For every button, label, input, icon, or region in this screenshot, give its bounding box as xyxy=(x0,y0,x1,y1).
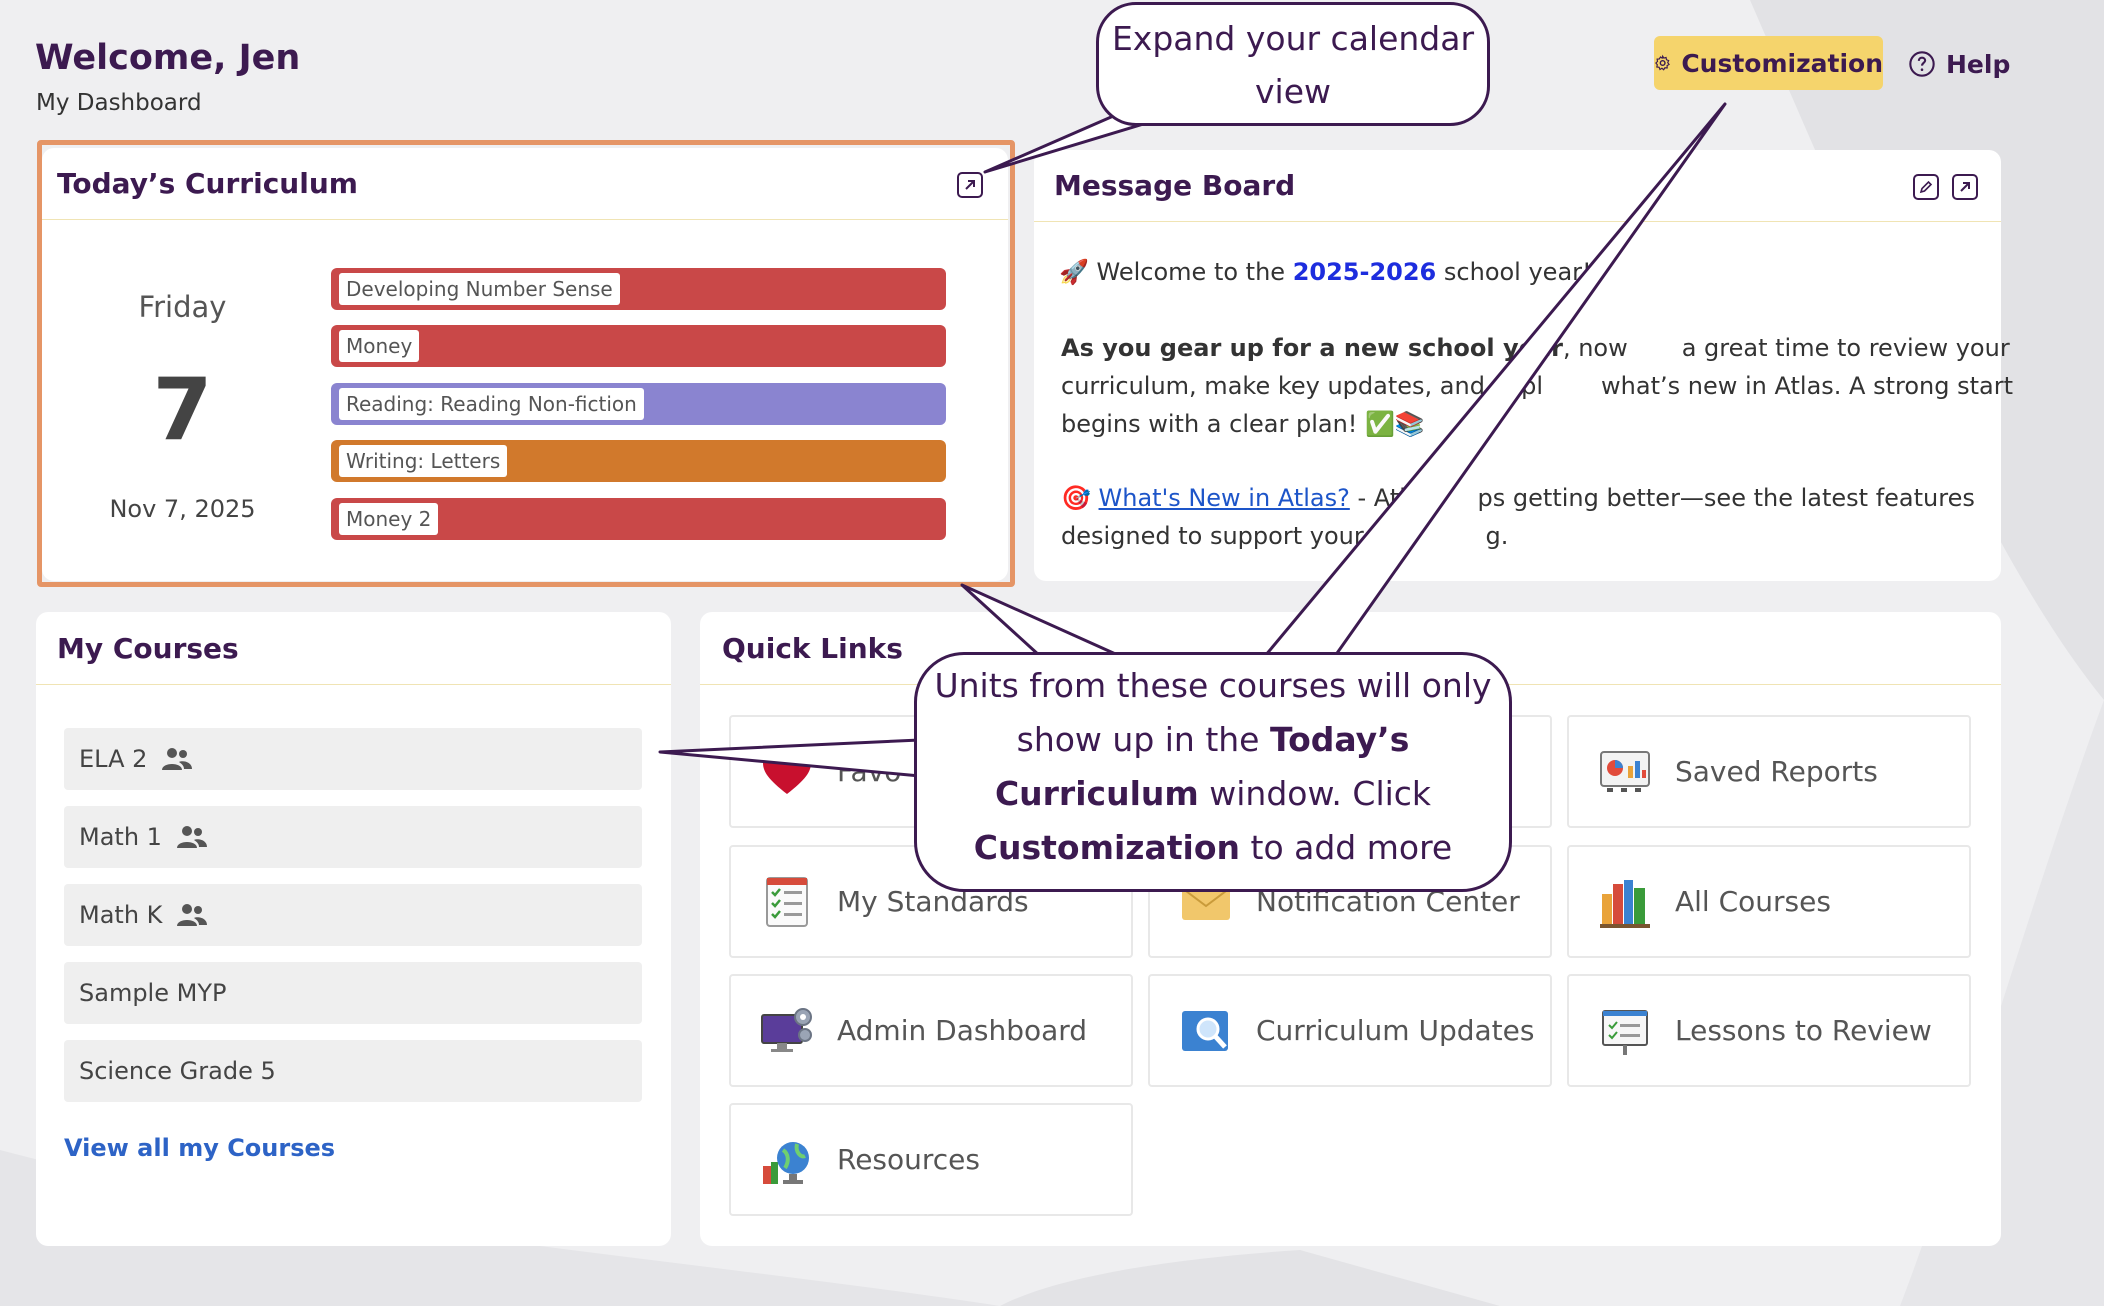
globe-books-icon xyxy=(763,1141,809,1184)
envelope-icon xyxy=(1181,886,1231,920)
people-icon xyxy=(177,904,208,926)
callout-bold: Today’s xyxy=(1269,720,1410,759)
customization-button[interactable]: Customization xyxy=(1654,36,1883,90)
quick-links-title: Quick Links xyxy=(722,631,903,665)
message-text: designed to support your te xyxy=(1061,522,1396,550)
report-chart-icon xyxy=(1600,750,1650,792)
message-text: what’s new in Atlas. A strong start xyxy=(1601,372,2013,400)
course-item[interactable]: Science Grade 5 xyxy=(64,1040,642,1102)
day-number: 7 xyxy=(152,360,213,460)
quick-link-admin-dashboard[interactable]: Admin Dashboard xyxy=(729,974,1133,1087)
todays-curriculum-title: Today’s Curriculum xyxy=(57,167,358,200)
message-text: begins with a clear plan! ✅📚 xyxy=(1061,410,1425,438)
help-circle-icon xyxy=(1909,51,1935,77)
help-button[interactable]: Help xyxy=(1908,44,2010,84)
course-label: Science Grade 5 xyxy=(79,1057,276,1085)
course-label: Sample MYP xyxy=(79,979,227,1007)
callout-text: Units from these courses will only xyxy=(934,666,1492,705)
unit-label: Reading: Reading Non-fiction xyxy=(339,388,644,420)
unit-label: Money xyxy=(339,330,420,362)
unit-label: Writing: Letters xyxy=(339,445,508,477)
course-item[interactable]: Math K xyxy=(64,884,642,946)
people-icon xyxy=(162,748,193,770)
target-icon: 🎯 xyxy=(1061,484,1091,512)
message-line: 🚀 Welcome to the 2025-2026 school year! xyxy=(1059,253,1592,291)
message-paragraph: As you gear up for a new school year, no… xyxy=(1061,329,2013,443)
quick-link-label: All Courses xyxy=(1675,885,1831,918)
message-bold: As you gear up for a new school year xyxy=(1061,334,1563,362)
quick-link-label: Resources xyxy=(837,1143,980,1176)
callout-bold: Customization xyxy=(973,828,1241,867)
welcome-heading: Welcome, Jen xyxy=(35,38,301,78)
message-board-header: Message Board xyxy=(1034,150,2001,222)
unit-bar[interactable]: Money 2 xyxy=(331,498,946,540)
course-item[interactable]: Math 1 xyxy=(64,806,642,868)
unit-bar[interactable]: Reading: Reading Non-fiction xyxy=(331,383,946,425)
callout-text: to add more xyxy=(1240,828,1453,867)
expand-icon[interactable] xyxy=(1952,174,1978,200)
callout-text: window. Click xyxy=(1198,774,1432,813)
message-text: Welcome to the xyxy=(1096,258,1286,286)
course-label: ELA 2 xyxy=(79,745,148,773)
message-text: , now xyxy=(1562,334,1628,362)
message-text: - Atla xyxy=(1357,484,1421,512)
monitor-gears-icon xyxy=(761,1007,812,1052)
view-all-courses-link[interactable]: View all my Courses xyxy=(64,1134,336,1162)
people-icon xyxy=(176,826,207,848)
day-name: Friday xyxy=(138,290,227,324)
course-label: Math 1 xyxy=(79,823,162,851)
message-board-title: Message Board xyxy=(1054,169,1296,202)
quick-link-label: Lessons to Review xyxy=(1675,1014,1932,1047)
message-text: curriculum, make key updates, and expl xyxy=(1061,372,1544,400)
help-label: Help xyxy=(1946,49,2011,79)
unit-bar[interactable]: Money xyxy=(331,325,946,367)
unit-label: Developing Number Sense xyxy=(339,273,620,305)
customization-label: Customization xyxy=(1681,48,1883,78)
quick-link-curriculum-updates[interactable]: Curriculum Updates xyxy=(1148,974,1552,1087)
my-courses-header: My Courses xyxy=(36,612,671,685)
course-label: Math K xyxy=(79,901,163,929)
message-text: school year! xyxy=(1443,258,1592,286)
unit-bar[interactable]: Developing Number Sense xyxy=(331,268,946,310)
quick-link-label: Saved Reports xyxy=(1675,755,1878,788)
callout-bold: Curriculum xyxy=(994,774,1199,813)
heart-icon xyxy=(763,749,811,794)
message-text: a great time to review your xyxy=(1681,334,2010,362)
my-courses-title: My Courses xyxy=(57,631,239,665)
magnifier-icon xyxy=(1182,1010,1228,1051)
full-date: Nov 7, 2025 xyxy=(109,495,256,523)
quick-link-label: Admin Dashboard xyxy=(837,1014,1088,1047)
course-item[interactable]: Sample MYP xyxy=(64,962,642,1024)
page-subtitle: My Dashboard xyxy=(36,90,202,116)
books-icon xyxy=(1600,879,1650,928)
gear-icon xyxy=(1655,54,1670,71)
expand-icon[interactable] xyxy=(957,172,983,198)
message-link-line: 🎯 What's New in Atlas? - Atla ps getting … xyxy=(1061,479,1975,555)
course-item[interactable]: ELA 2 xyxy=(64,728,642,790)
courses-callout: Units from these courses will only show … xyxy=(914,652,1512,892)
presentation-board-icon xyxy=(1602,1009,1648,1055)
unit-label: Money 2 xyxy=(339,503,439,535)
calendar-callout: Expand your calendar view xyxy=(1096,2,1490,126)
quick-link-lessons-to-review[interactable]: Lessons to Review xyxy=(1567,974,1971,1087)
todays-curriculum-header: Today’s Curriculum xyxy=(42,148,1008,220)
quick-link-all-courses[interactable]: All Courses xyxy=(1567,845,1971,958)
quick-link-label: Curriculum Updates xyxy=(1256,1014,1535,1047)
rocket-icon: 🚀 xyxy=(1059,258,1089,286)
message-text: ps getting better—see the latest feature… xyxy=(1477,484,1975,512)
callout-text: show up in the xyxy=(1016,720,1270,759)
quick-link-saved-reports[interactable]: Saved Reports xyxy=(1567,715,1971,828)
checklist-icon xyxy=(766,876,808,927)
quick-link-label: Favo xyxy=(837,755,902,788)
edit-icon[interactable] xyxy=(1913,174,1939,200)
message-text: g. xyxy=(1485,522,1509,550)
unit-bar[interactable]: Writing: Letters xyxy=(331,440,946,482)
callout-text: Expand your calendar xyxy=(1111,19,1475,58)
whats-new-link[interactable]: What's New in Atlas? xyxy=(1098,484,1350,512)
quick-link-resources[interactable]: Resources xyxy=(729,1103,1133,1216)
school-year: 2025-2026 xyxy=(1292,258,1437,286)
callout-text: view xyxy=(1255,72,1331,111)
